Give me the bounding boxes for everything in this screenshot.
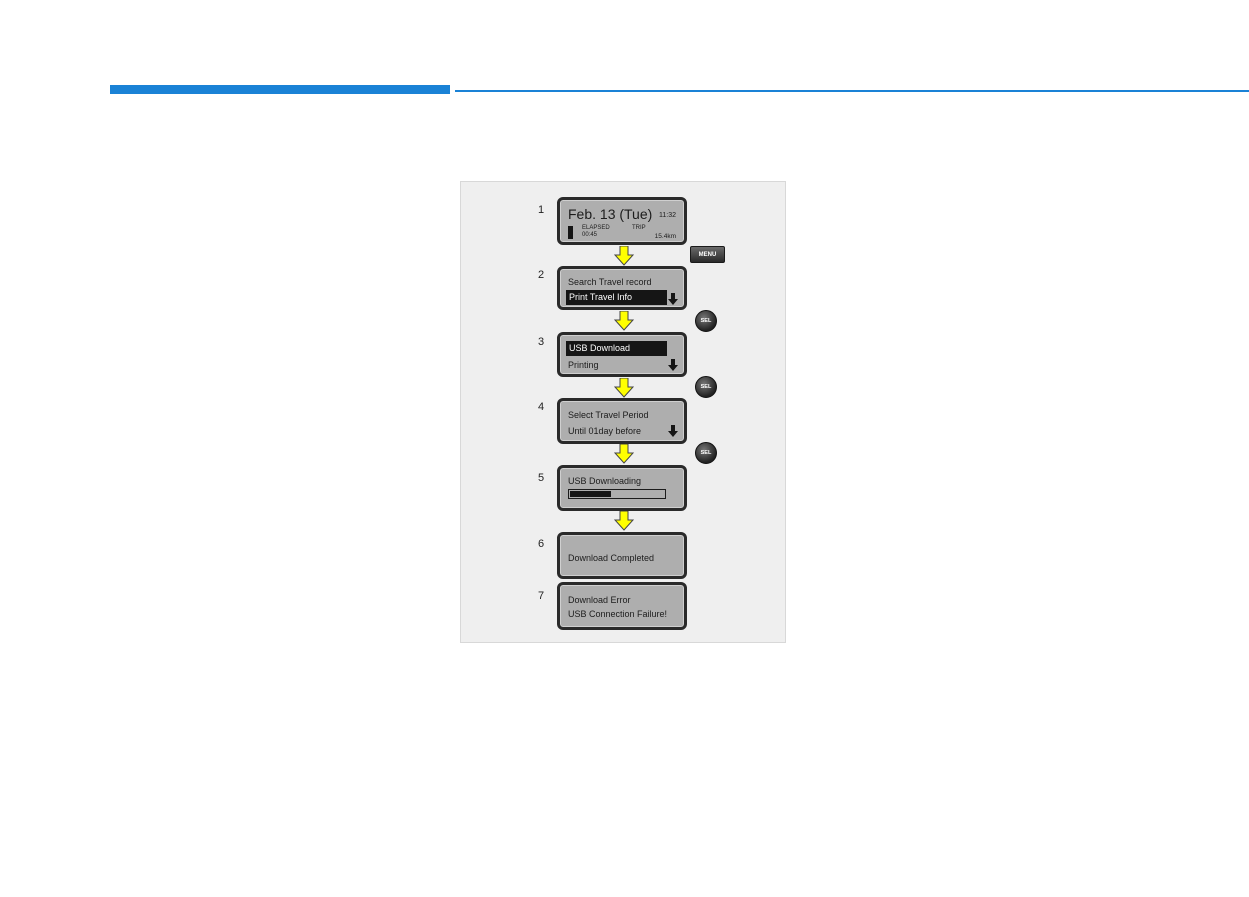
menu-item-search-travel-record: Search Travel record [568,277,652,287]
download-progress-bar [568,489,666,499]
trip-label: TRIP [632,225,646,231]
menu-item-highlight: Print Travel Info [566,290,667,305]
header-rule [455,90,1249,92]
travel-period-value: Until 01day before [568,426,641,436]
usb-failure-text: USB Connection Failure! [568,609,667,619]
menu-item-usb-download: USB Download [569,343,630,353]
header-accent-bar [110,85,450,94]
down-arrow-icon [614,444,634,464]
travel-period-title: Select Travel Period [568,410,649,420]
download-completed-text: Download Completed [568,553,654,563]
sel-button[interactable]: SEL [695,442,717,464]
lcd-screen-7: Download Error USB Connection Failure! [557,582,687,630]
step-number: 7 [538,590,544,602]
elapsed-label: ELAPSED [582,225,610,231]
step-number: 6 [538,538,544,550]
download-progress-fill [570,491,611,497]
down-arrow-icon [614,246,634,266]
download-error-text: Download Error [568,595,631,605]
date-text: Feb. 13 (Tue) [568,206,652,222]
menu-button[interactable]: MENU [690,246,725,263]
lcd-screen-3: USB Download Printing [557,332,687,377]
step-number: 3 [538,336,544,348]
step-number: 4 [538,401,544,413]
downloading-text: USB Downloading [568,476,641,486]
trip-value: 15.4km [655,233,676,240]
step-number: 2 [538,269,544,281]
trip-usb-download-diagram: 1 Feb. 13 (Tue) 11:32 ELAPSED 00:45 TRIP… [460,181,786,643]
time-text: 11:32 [659,212,676,219]
lcd-screen-2: Search Travel record Print Travel Info [557,266,687,310]
down-arrow-icon [614,311,634,331]
sel-button[interactable]: SEL [695,310,717,332]
step-number: 5 [538,472,544,484]
lcd-screen-5: USB Downloading [557,465,687,511]
sel-button[interactable]: SEL [695,376,717,398]
lcd-screen-6: Download Completed [557,532,687,579]
down-arrow-icon [614,511,634,531]
lcd-screen-4: Select Travel Period Until 01day before [557,398,687,444]
menu-item-printing: Printing [568,360,599,370]
lcd-screen-1: Feb. 13 (Tue) 11:32 ELAPSED 00:45 TRIP 1… [557,197,687,245]
menu-item-highlight: USB Download [566,341,667,356]
scroll-down-icon [668,425,678,437]
battery-icon [568,226,573,239]
elapsed-value: 00:45 [582,232,597,238]
menu-item-print-travel-info: Print Travel Info [569,292,632,302]
scroll-down-icon [668,359,678,371]
down-arrow-icon [614,378,634,398]
step-number: 1 [538,204,544,216]
scroll-down-icon [668,293,678,305]
